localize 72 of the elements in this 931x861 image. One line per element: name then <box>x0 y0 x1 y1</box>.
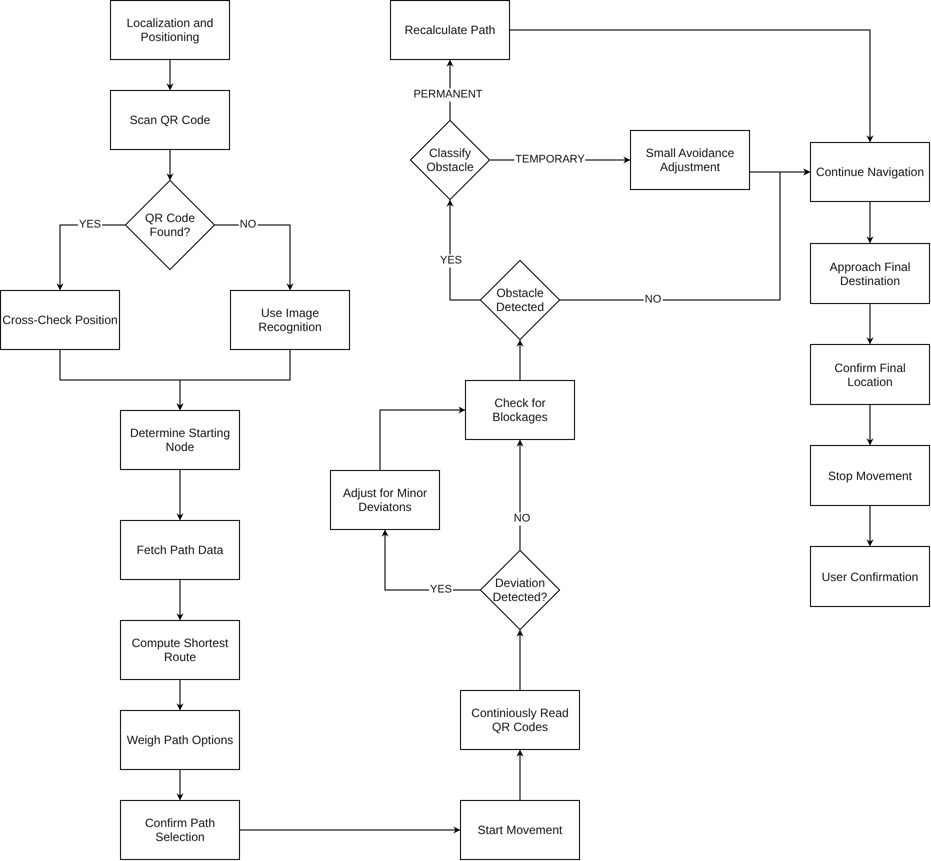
arrow <box>380 406 466 470</box>
step-label: Use Image Recognition <box>257 306 323 334</box>
arrow <box>176 580 184 620</box>
arrow <box>516 340 524 380</box>
process-box <box>460 800 580 860</box>
process-box <box>810 142 930 202</box>
arrow <box>176 350 290 410</box>
step-label: Recalculate Path <box>404 23 496 37</box>
process-box <box>110 90 230 150</box>
step-label: Check for Blockages <box>491 396 549 424</box>
decision-diamond <box>410 120 490 200</box>
arrow <box>510 30 874 142</box>
decision-label: Obstacle Detected <box>494 286 546 314</box>
step-label: Confirm Path Selection <box>144 816 216 844</box>
process-box <box>630 130 750 190</box>
arrow <box>214 224 294 290</box>
arrow <box>866 202 874 244</box>
step-label: Continiously Read QR Codes <box>470 706 570 734</box>
arrow <box>446 200 480 300</box>
decision-label: Classify Obstacle <box>425 146 475 174</box>
step-label: Start Movement <box>476 823 564 837</box>
arrow <box>866 304 874 344</box>
process-box <box>810 546 930 607</box>
process-box <box>120 800 240 860</box>
arrow <box>516 440 524 550</box>
step-label: Continue Navigation <box>814 165 926 179</box>
arrow <box>176 470 184 520</box>
step-label: Small Avoidance Adjustment <box>644 146 736 174</box>
step-label: User Confirmation <box>820 570 920 584</box>
process-box <box>120 410 240 470</box>
process-box <box>330 470 440 530</box>
step-label: Fetch Path Data <box>136 543 224 557</box>
process-box <box>110 0 230 60</box>
step-label: Compute Shortest Route <box>130 636 230 664</box>
process-box <box>230 290 350 350</box>
process-box <box>810 243 930 304</box>
step-label: Approach Final Destination <box>828 260 912 288</box>
arrow <box>516 750 524 800</box>
arrow <box>176 680 184 710</box>
edge-label: PERMANENT <box>412 88 484 102</box>
step-label: Stop Movement <box>826 468 914 482</box>
process-box <box>810 445 930 506</box>
decision-label: QR Code Found? <box>144 211 196 239</box>
step-label: Adjust for Minor Deviatons <box>342 486 428 514</box>
process-box <box>465 380 575 440</box>
arrow <box>166 150 174 180</box>
step-label: Determine Starting Node <box>128 426 232 454</box>
edge-label: YES <box>439 254 463 268</box>
arrow <box>166 60 174 90</box>
process-box <box>0 290 120 350</box>
process-box <box>120 620 240 680</box>
decision-label: Deviation Detected? <box>492 576 548 604</box>
decision-diamond <box>480 550 560 630</box>
arrow <box>516 630 524 690</box>
process-box <box>120 520 240 580</box>
step-label: Localization and Positioning <box>126 16 214 44</box>
arrow <box>240 826 460 834</box>
process-box <box>810 344 930 405</box>
step-label: Confirm Final Location <box>833 360 907 388</box>
process-box <box>120 710 240 770</box>
arrow <box>750 168 810 176</box>
decision-diamond <box>125 180 215 270</box>
edge-label: NO <box>512 512 532 526</box>
arrow <box>866 506 874 546</box>
arrow <box>176 770 184 800</box>
arrow <box>866 404 874 446</box>
process-box <box>390 0 510 60</box>
decision-diamond <box>480 260 560 340</box>
step-label: Cross-Check Position <box>1 313 119 327</box>
process-box <box>460 690 580 750</box>
step-label: Scan QR Code <box>128 113 212 127</box>
step-label: Weigh Path Options <box>126 733 234 747</box>
